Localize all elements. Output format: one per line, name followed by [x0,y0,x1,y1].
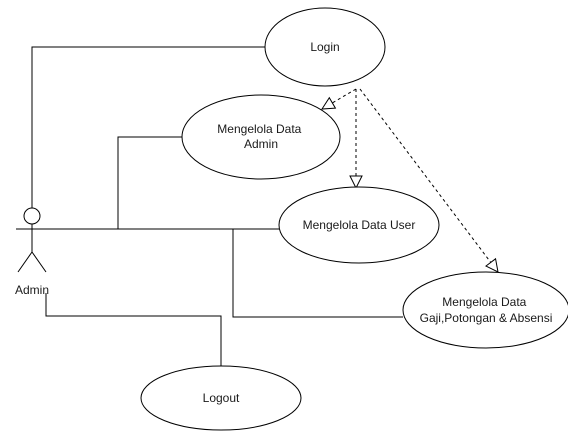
dep-login-gaji [359,88,498,272]
actor-admin[interactable] [16,207,48,273]
use-case-user-label: Mengelola Data User [303,218,416,232]
actor-leg-left [17,251,33,273]
use-case-login-label: Login [310,40,339,54]
svg-text:Mengelola Data Admin: Mengelola Data Admin [217,122,304,151]
use-case-login-shape [264,7,386,87]
assoc-actor-logout [45,293,222,368]
svg-text:Login: Login [310,40,339,54]
use-case-login[interactable]: Login [264,7,386,87]
use-case-admin-label-line1: Mengelola Data [217,122,301,136]
use-case-gaji-shape [402,271,568,349]
svg-text:Mengelola Data User: Mengelola Data User [303,218,416,232]
assoc-actor-gaji [232,229,403,318]
use-case-admin-shape [181,94,341,180]
svg-text:Logout: Logout [203,391,240,405]
use-case-mengelola-data-admin[interactable]: Mengelola Data Admin [181,94,341,180]
actor-leg-right [31,251,47,273]
use-case-logout-shape [140,365,302,431]
association-lines [16,46,403,368]
dependency-arrows [322,88,498,272]
use-case-logout-label: Logout [203,391,240,405]
use-case-admin-label-line2: Admin [244,137,278,151]
dep-login-admin [322,88,357,109]
use-case-gaji-label-line1: Mengelola Data [442,295,526,309]
assoc-actor-admin [117,136,182,229]
use-case-gaji-label-line2: Gaji,Potongan & Absensi [420,311,553,325]
use-case-mengelola-data-user[interactable]: Mengelola Data User [278,186,440,264]
use-case-user-shape [278,186,440,264]
use-case-logout[interactable]: Logout [140,365,302,431]
actor-label: Admin [15,283,49,297]
assoc-actor-login [31,46,265,208]
svg-text:Mengelola Data Gaji,Poto: Mengelola Data Gaji,Potongan & Absensi [420,295,553,325]
use-case-mengelola-data-gaji[interactable]: Mengelola Data Gaji,Potongan & Absensi [402,271,568,349]
actor-head [23,207,41,225]
